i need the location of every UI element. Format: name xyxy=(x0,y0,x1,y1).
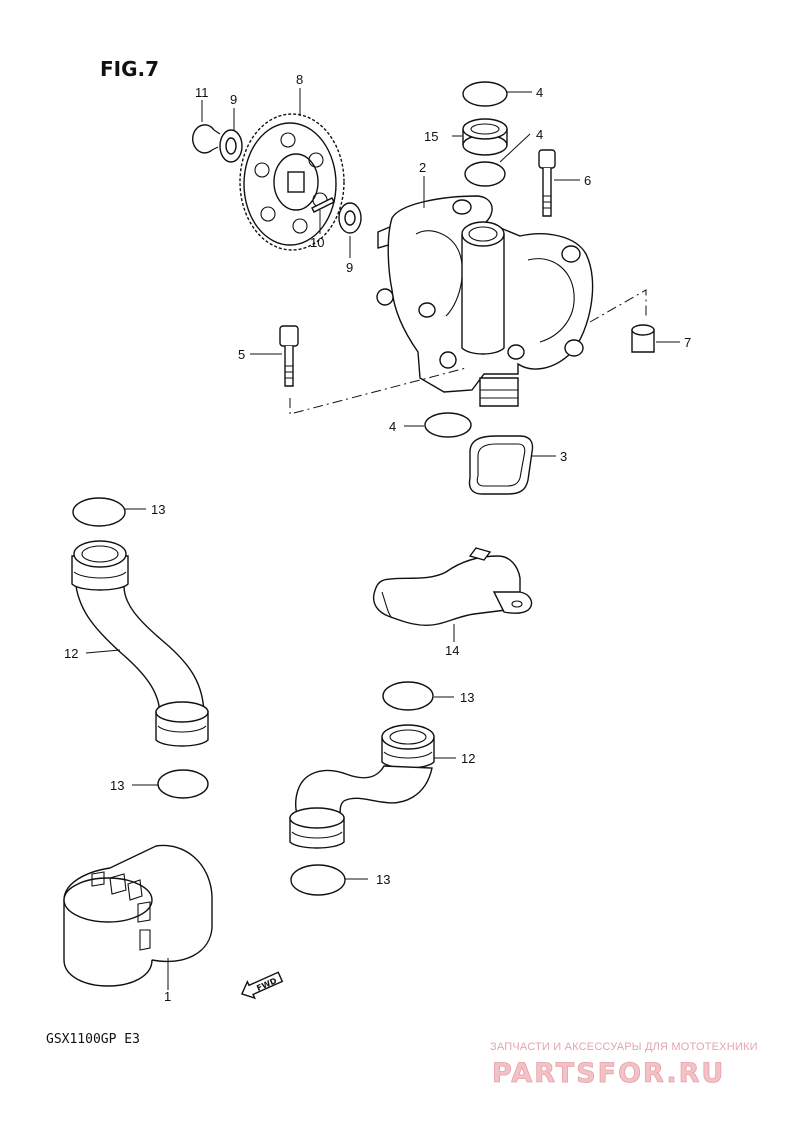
callout-12-right: 12 xyxy=(461,751,475,766)
callout-7: 7 xyxy=(684,335,691,350)
oil-seal-part-15 xyxy=(462,118,508,156)
o-ring-part-4-top xyxy=(462,81,508,107)
watermark-brand: PARTSFOR.RU xyxy=(492,1058,725,1089)
callout-labels: 11 9 8 10 9 2 4 15 4 6 5 7 4 3 13 12 14 … xyxy=(64,72,691,1004)
washer-part-9-upper xyxy=(219,129,243,163)
o-ring-part-4-middle xyxy=(464,161,506,187)
callout-13-upper-left: 13 xyxy=(151,502,165,517)
fwd-direction-arrow: FWD xyxy=(240,971,284,1000)
o-ring-part-4-bottom xyxy=(424,412,472,438)
callout-2: 2 xyxy=(419,160,426,175)
oil-filter-part-1 xyxy=(63,844,213,987)
model-code: GSX1100GP E3 xyxy=(46,1032,140,1047)
figure-title: FIG.7 xyxy=(100,57,159,81)
oil-pump-part-2 xyxy=(376,195,594,407)
callout-4-middle: 4 xyxy=(536,127,543,142)
watermark-subtitle: ЗАПЧАСТИ И АКСЕССУАРЫ ДЛЯ МОТОТЕХНИКИ xyxy=(490,1041,758,1053)
callout-3: 3 xyxy=(560,449,567,464)
oil-pipe-part-12-left xyxy=(71,540,209,747)
assembly-line-bolt-5 xyxy=(289,367,467,415)
callout-13-upper-right: 13 xyxy=(460,690,474,705)
oil-pipe-part-14 xyxy=(372,547,533,626)
callout-13-lower-right: 13 xyxy=(376,872,390,887)
callout-14: 14 xyxy=(445,643,459,658)
callout-10: 10 xyxy=(310,235,324,250)
leader-lines xyxy=(85,88,680,990)
callout-8: 8 xyxy=(296,72,303,87)
callout-9-upper: 9 xyxy=(230,92,237,107)
callout-15: 15 xyxy=(424,129,438,144)
o-ring-part-13-lower-left xyxy=(157,769,209,799)
pin-part-10 xyxy=(311,197,335,213)
oil-pipe-part-12-right xyxy=(289,724,435,849)
callout-12-left: 12 xyxy=(64,646,78,661)
dowel-part-7 xyxy=(631,324,655,353)
callout-1: 1 xyxy=(164,989,171,1004)
bolt-part-5 xyxy=(279,325,299,387)
assembly-line-dowel-7 xyxy=(589,289,647,323)
o-ring-part-13-lower-right xyxy=(290,864,346,896)
fwd-label: FWD xyxy=(255,976,278,993)
callout-4-top: 4 xyxy=(536,85,543,100)
circlip-part-11 xyxy=(192,124,221,154)
callout-4-bottom: 4 xyxy=(389,419,396,434)
callout-5: 5 xyxy=(238,347,245,362)
callout-9-lower: 9 xyxy=(346,260,353,275)
callout-6: 6 xyxy=(584,173,591,188)
callout-13-lower-left: 13 xyxy=(110,778,124,793)
bolt-part-6 xyxy=(538,149,556,217)
washer-part-9-lower xyxy=(338,202,362,234)
gear-part-8 xyxy=(239,113,345,251)
o-ring-part-13-upper-left xyxy=(72,497,126,527)
o-ring-part-13-upper-right xyxy=(382,681,434,711)
gasket-part-3 xyxy=(468,435,534,495)
watermark: ЗАПЧАСТИ И АКСЕССУАРЫ ДЛЯ МОТОТЕХНИКИ PA… xyxy=(490,1041,758,1089)
callout-11: 11 xyxy=(195,85,209,100)
